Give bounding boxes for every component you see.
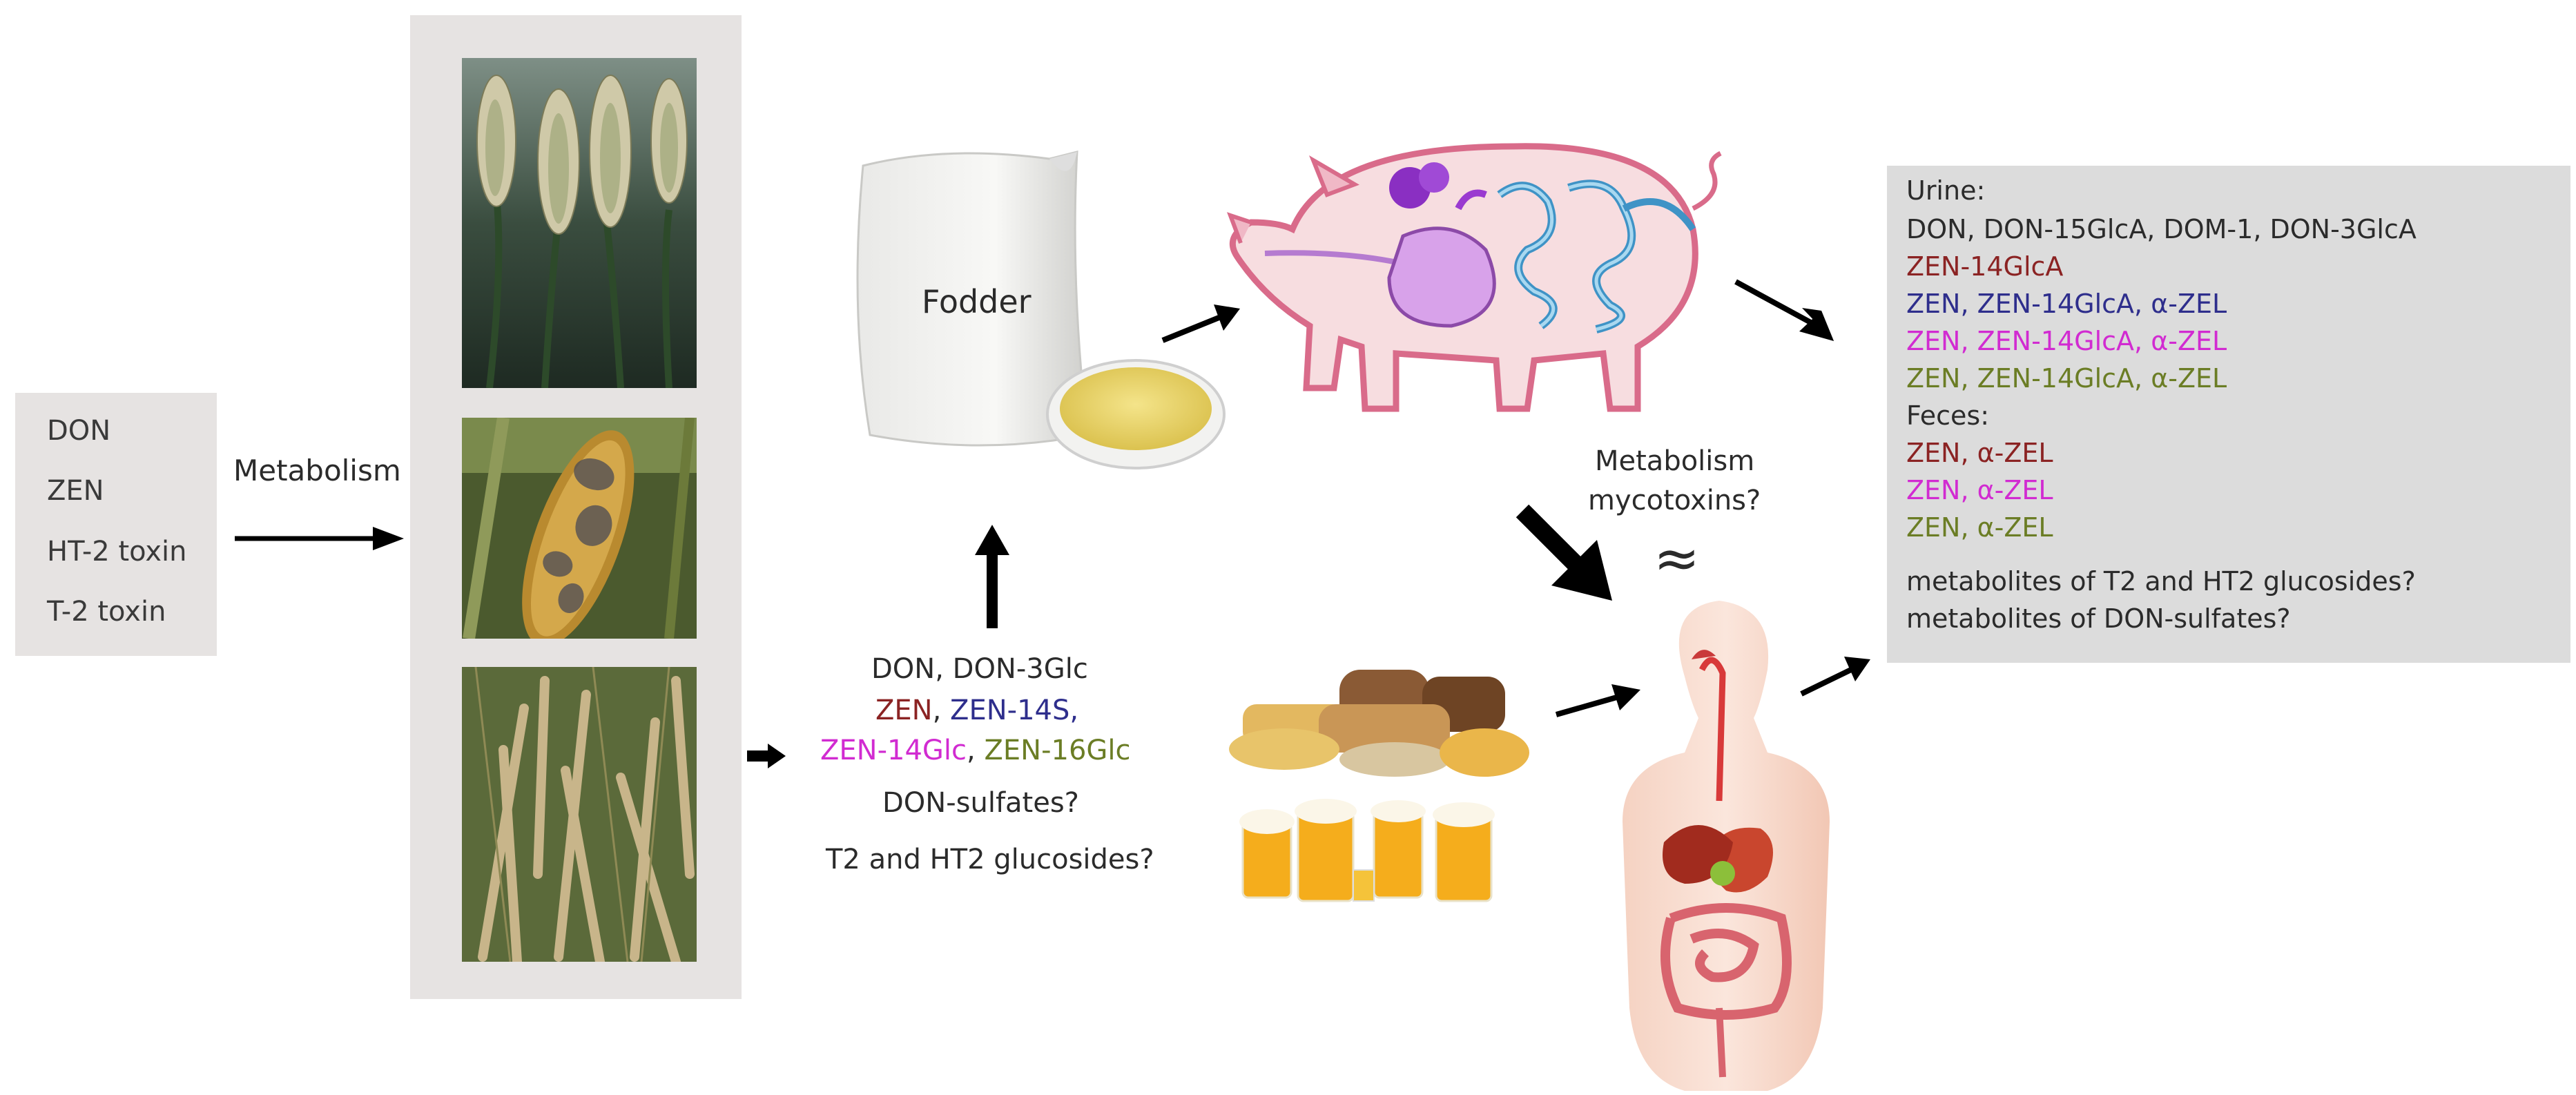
arrow-to-pig [1161,304,1240,343]
urine-line-zen-blue: ZEN, ZEN-14GlcA, α-ZEL [1906,289,2227,319]
metabolites-line-glucosides: T2 and HT2 glucosides? [826,844,1154,875]
approx-symbol: ≈ [1654,526,1701,590]
metabolites-line-don: DON, DON-3Glc [871,653,1088,685]
arrow-pig-to-human [1515,504,1612,601]
urine-heading: Urine: [1906,175,1986,206]
question-t2-ht2: metabolites of T2 and HT2 glucosides? [1906,566,2416,597]
human-illustration [1623,601,1830,1091]
corn-photo [462,418,697,639]
metabolite-separator: , [967,735,985,766]
metabolites-line-zen: ZEN, ZEN-14S, [875,695,1078,726]
metabolite-zen-16glc: ZEN-16Glc [984,735,1131,766]
fodder-label: Fodder [922,283,1032,320]
excreted-metabolites-box: Urine: DON, DON-15GlcA, DOM-1, DON-3GlcA… [1887,166,2570,663]
arrow-to-crops [235,527,404,550]
urine-line-zen-olive: ZEN, ZEN-14GlcA, α-ZEL [1906,363,2227,394]
arrow-food-to-human [1555,684,1640,717]
toxin-list-box: DON ZEN HT-2 toxin T-2 toxin [15,393,217,656]
urine-line-don: DON, DON-15GlcA, DOM-1, DON-3GlcA [1906,214,2417,244]
toxin-don: DON [47,415,111,447]
wheat-photo-bottom [462,667,697,962]
feces-heading: Feces: [1906,400,1990,431]
urine-line-zen-red: ZEN-14GlcA [1906,251,2064,282]
crop-panel [410,15,742,999]
metabolism-question-line1: Metabolism [1595,445,1755,477]
feces-line-magenta: ZEN, α-ZEL [1906,475,2053,505]
metabolite-separator: , [932,695,951,726]
feces-line-red: ZEN, α-ZEL [1906,438,2053,468]
metabolism-question-line2: mycotoxins? [1588,485,1761,516]
metabolites-line-don-sulfates: DON-sulfates? [882,787,1079,819]
toxin-ht2: HT-2 toxin [47,536,187,568]
metabolites-line-glc: ZEN-14Glc, ZEN-16Glc [820,735,1131,766]
pig-illustration [1226,143,1722,412]
arrow-human-to-results [1800,657,1870,697]
arrow-to-metabolites [747,744,786,768]
toxin-t2: T-2 toxin [47,596,166,628]
fodder-illustration [856,151,1226,469]
metabolite-zen: ZEN [875,695,933,726]
metabolite-zen-14glc: ZEN-14Glc [820,735,967,766]
toxin-zen: ZEN [47,475,104,507]
question-don-sulfates: metabolites of DON-sulfates? [1906,603,2291,634]
arrow-to-fodder [975,525,1009,628]
wheat-photo-top [462,58,697,388]
arrow-pig-to-results [1734,279,1834,341]
metabolism-label: Metabolism [233,454,401,487]
food-illustration [1229,670,1529,902]
urine-line-zen-magenta: ZEN, ZEN-14GlcA, α-ZEL [1906,326,2227,356]
feces-line-olive: ZEN, α-ZEL [1906,512,2053,543]
metabolite-zen-14s: ZEN-14S, [950,695,1079,726]
